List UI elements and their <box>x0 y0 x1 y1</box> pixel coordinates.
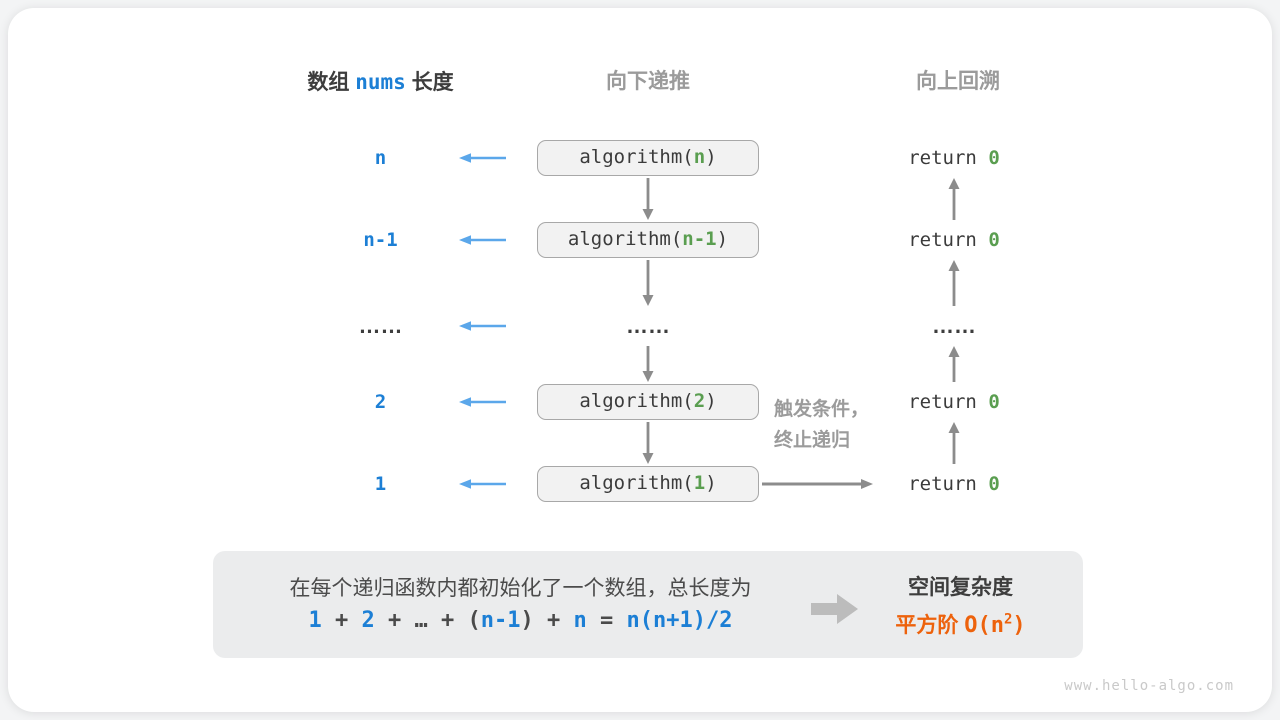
length-ellipsis: …… <box>358 313 403 338</box>
big-o-notation: O(n2) <box>964 611 1026 638</box>
return-statement: return 0 <box>868 384 1040 420</box>
summary-formula: 1 + 2 + … + (n-1) + n = n(n+1)/2 <box>308 608 733 633</box>
return-value: 0 <box>988 473 1000 495</box>
header-array-prefix: 数组 <box>307 71 356 94</box>
header-backtrack-up: 向上回溯 <box>916 70 1000 93</box>
recursion-row-1: 1 algorithm(1) return 0 <box>8 466 1272 502</box>
call-close: ) <box>716 228 729 250</box>
call-close: ) <box>705 472 717 494</box>
termination-annotation-line1: 触发条件， <box>774 399 870 420</box>
recursion-row-ellipsis: …… …… …… <box>8 308 1272 344</box>
watermark: www.hello-algo.com <box>1064 678 1234 694</box>
termination-annotation: 触发条件， 终止递归 <box>774 394 869 456</box>
header-nums-code: nums <box>355 70 406 94</box>
call-arg: 1 <box>693 472 706 494</box>
space-complexity-title: 空间复杂度 <box>908 576 1013 599</box>
complexity-order-label: 平方阶 <box>895 614 965 637</box>
return-value: 0 <box>988 229 1000 251</box>
header-recurse-down: 向下递推 <box>606 70 690 93</box>
diagram-card: 数组 nums 长度 向下递推 向上回溯 n algorithm(n) retu… <box>8 8 1272 712</box>
call-box: algorithm(n) <box>537 140 759 176</box>
backtrack-arrow-up-icon <box>948 346 960 382</box>
length-label: n-1 <box>363 229 398 251</box>
length-label: 1 <box>374 473 387 495</box>
length-arrow-left-icon <box>459 235 506 245</box>
return-keyword: return <box>908 473 989 495</box>
call-close: ) <box>705 146 717 168</box>
header-array-length: 数组 nums 长度 <box>278 68 483 96</box>
return-value: 0 <box>988 147 1000 169</box>
terminate-arrow-right-icon <box>762 479 873 489</box>
implies-block-arrow-icon <box>811 594 858 624</box>
call-text: algorithm( <box>567 228 683 250</box>
exponent: 2 <box>1003 611 1013 628</box>
return-statement: return 0 <box>868 222 1040 258</box>
recurse-arrow-down-icon <box>642 260 654 306</box>
call-arg: n-1 <box>682 228 717 250</box>
call-box: algorithm(1) <box>537 466 759 502</box>
length-arrow-left-icon <box>459 153 506 163</box>
call-close: ) <box>705 390 717 412</box>
recurse-arrow-down-icon <box>642 178 654 220</box>
recursion-row-n-1: n-1 algorithm(n-1) return 0 <box>8 222 1272 258</box>
backtrack-arrow-up-icon <box>948 260 960 306</box>
termination-annotation-line2: 终止递归 <box>774 430 851 451</box>
length-arrow-left-icon <box>459 397 506 407</box>
call-arg: 2 <box>693 390 706 412</box>
call-box: algorithm(n-1) <box>537 222 759 258</box>
length-arrow-left-icon <box>459 321 506 331</box>
recursion-row-n: n algorithm(n) return 0 <box>8 140 1272 176</box>
backtrack-arrow-up-icon <box>948 422 960 464</box>
space-complexity-result: 平方阶 O(n2) <box>853 609 1068 639</box>
length-label: 2 <box>374 391 387 413</box>
recurse-arrow-down-icon <box>642 346 654 382</box>
recursion-row-2: 2 algorithm(2) return 0 <box>8 384 1272 420</box>
call-box: algorithm(2) <box>537 384 759 420</box>
return-value: 0 <box>988 391 1000 413</box>
length-arrow-left-icon <box>459 479 506 489</box>
return-statement: return 0 <box>868 466 1040 502</box>
recurse-arrow-down-icon <box>642 422 654 464</box>
call-text: algorithm( <box>579 146 694 168</box>
recurse-ellipsis: …… <box>626 313 670 338</box>
return-keyword: return <box>908 147 989 169</box>
length-label: n <box>374 147 387 169</box>
summary-description: 在每个递归函数内都初始化了一个数组，总长度为 <box>289 577 752 600</box>
summary-panel: 在每个递归函数内都初始化了一个数组，总长度为 1 + 2 + … + (n-1)… <box>213 551 1083 658</box>
return-keyword: return <box>908 391 989 413</box>
call-text: algorithm( <box>579 472 694 494</box>
header-array-suffix: 长度 <box>405 71 454 94</box>
call-text: algorithm( <box>579 390 694 412</box>
return-keyword: return <box>908 229 989 251</box>
call-arg: n <box>693 146 706 168</box>
backtrack-arrow-up-icon <box>948 178 960 220</box>
backtrack-ellipsis: …… <box>932 313 976 338</box>
return-statement: return 0 <box>868 140 1040 176</box>
